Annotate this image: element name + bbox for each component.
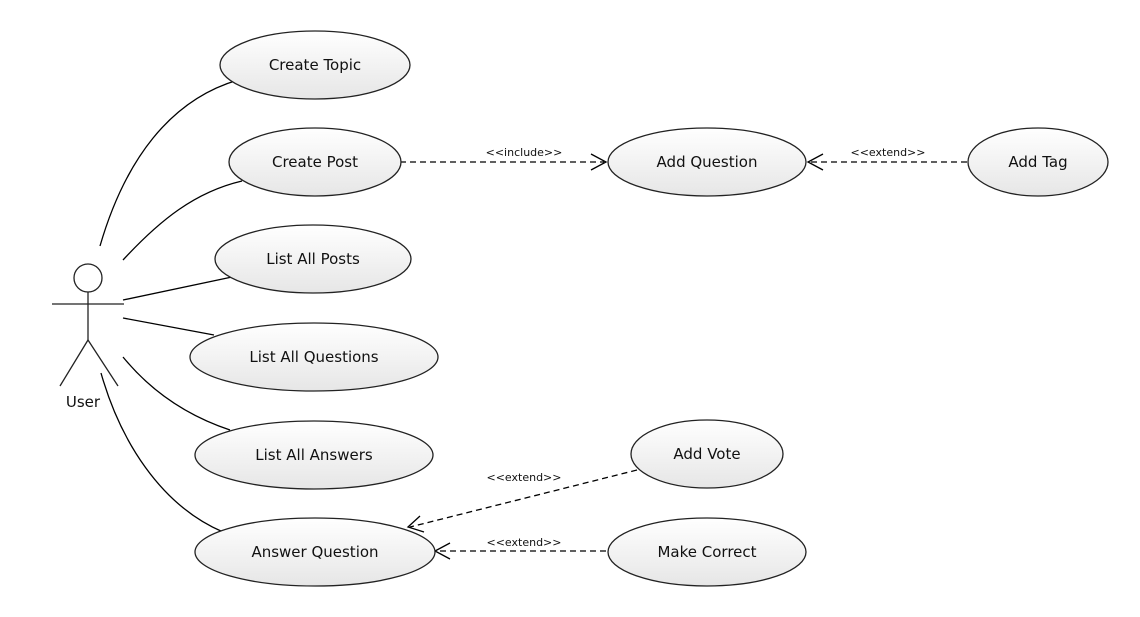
dep-extend-tag-label: <<extend>> bbox=[851, 146, 926, 159]
use-case-add-tag[interactable]: Add Tag bbox=[967, 127, 1109, 197]
use-case-label: Create Post bbox=[272, 153, 358, 171]
use-case-label: Create Topic bbox=[269, 56, 361, 74]
use-case-label: List All Posts bbox=[266, 250, 360, 268]
actor-left-leg bbox=[59, 339, 89, 387]
use-case-label: Answer Question bbox=[251, 543, 378, 561]
use-case-label: Make Correct bbox=[657, 543, 756, 561]
use-case-add-question[interactable]: Add Question bbox=[607, 127, 807, 197]
dependencies: <<include>> <<extend>> <<extend>> <<exte… bbox=[400, 146, 967, 560]
use-case-answer-question[interactable]: Answer Question bbox=[194, 517, 436, 587]
use-case-label: List All Answers bbox=[255, 446, 373, 464]
assoc-create-post bbox=[122, 180, 243, 261]
use-case-label: Add Vote bbox=[673, 445, 740, 463]
use-case-list-all-posts[interactable]: List All Posts bbox=[214, 224, 412, 294]
dep-extend-vote-arrowhead bbox=[406, 515, 425, 533]
use-case-list-all-questions[interactable]: List All Questions bbox=[189, 322, 439, 392]
use-case-label: List All Questions bbox=[249, 348, 378, 366]
actor-right-leg bbox=[87, 339, 119, 387]
dep-extend-vote-line bbox=[409, 469, 638, 528]
dep-include-label: <<include>> bbox=[486, 146, 563, 159]
actor-label: User bbox=[66, 393, 101, 411]
dep-extend-vote-label: <<extend>> bbox=[487, 471, 562, 484]
use-case-make-correct[interactable]: Make Correct bbox=[607, 517, 807, 587]
dep-extend-tag-arrowhead bbox=[806, 153, 824, 171]
assoc-create-topic bbox=[99, 79, 239, 247]
assoc-list-all-answers bbox=[122, 356, 231, 431]
actor-user[interactable]: User bbox=[52, 263, 124, 411]
use-case-label: Add Question bbox=[657, 153, 758, 171]
use-case-add-vote[interactable]: Add Vote bbox=[630, 419, 784, 489]
use-case-create-post[interactable]: Create Post bbox=[228, 127, 402, 197]
dep-extend-correct-label: <<extend>> bbox=[487, 536, 562, 549]
actor-head bbox=[73, 263, 103, 293]
use-case-label: Add Tag bbox=[1008, 153, 1067, 171]
assoc-list-all-questions bbox=[122, 317, 215, 336]
dep-include-arrowhead bbox=[590, 153, 608, 171]
use-case-list-all-answers[interactable]: List All Answers bbox=[194, 420, 434, 490]
associations bbox=[99, 79, 243, 533]
use-case-create-topic[interactable]: Create Topic bbox=[219, 30, 411, 100]
assoc-answer-question bbox=[100, 372, 224, 533]
assoc-list-all-posts bbox=[122, 276, 233, 301]
